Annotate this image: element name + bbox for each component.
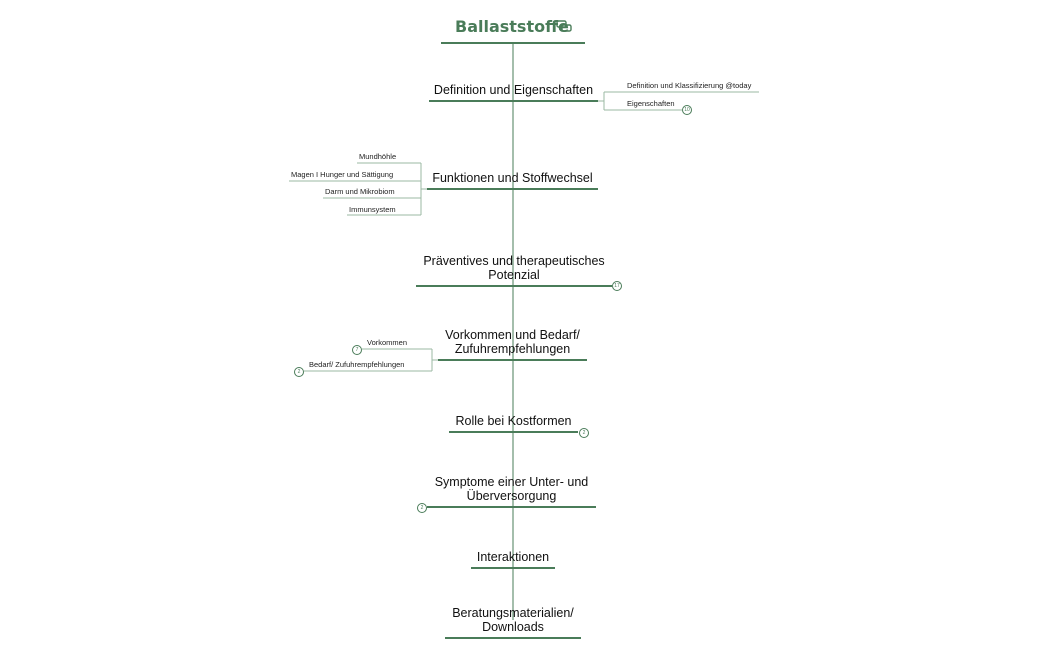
topic-label: Interaktionen (476, 550, 550, 564)
subtopic-mundhoehle[interactable]: Mundhöhle (359, 152, 397, 161)
topic-funktionen[interactable]: Funktionen und Stoffwechsel (427, 171, 598, 185)
topic-label-line-2: Überversorgung (466, 489, 557, 503)
topic-label: Rolle bei Kostformen (455, 414, 572, 428)
topic-definition[interactable]: Definition und Eigenschaften (429, 83, 598, 97)
count-badge[interactable]: 2 (294, 367, 304, 377)
topic-label-line-2: Downloads (482, 620, 544, 634)
topic-praeventives[interactable]: Präventives und therapeutisches Potenzia… (416, 254, 612, 282)
count-badge[interactable]: 17 (612, 281, 622, 291)
subtopic-immunsystem[interactable]: Immunsystem (349, 205, 396, 214)
topic-label-line-1: Vorkommen und Bedarf/ (445, 328, 580, 342)
topic-beratungsmaterialien[interactable]: Beratungsmaterialien/ Downloads (445, 606, 581, 634)
topic-symptome[interactable]: Symptome einer Unter- und Überversorgung (427, 475, 596, 503)
root-title[interactable]: Ballaststoffe (455, 17, 569, 36)
topic-interaktionen[interactable]: Interaktionen (471, 550, 555, 564)
topic-label-line-1: Symptome einer Unter- und (434, 475, 589, 489)
topic-label: Funktionen und Stoffwechsel (432, 171, 593, 185)
subtopic-bedarf-zufuhrempfehlungen[interactable]: Bedarf/ Zufuhrempfehlungen (309, 360, 405, 369)
count-badge[interactable]: 2 (579, 428, 589, 438)
topic-label: Definition und Eigenschaften (433, 83, 594, 97)
topic-label-line-1: Präventives und therapeutisches (423, 254, 605, 268)
subtopic-vorkommen[interactable]: Vorkommen (367, 338, 408, 347)
topic-label-line-2: Potenzial (488, 268, 540, 282)
topic-label-line-1: Beratungsmaterialien/ (452, 606, 574, 620)
link-icon[interactable] (556, 20, 572, 32)
subtopic-definition-klassifizierung[interactable]: Definition und Klassifizierung @today (627, 81, 752, 90)
count-badge[interactable]: 2 (417, 503, 427, 513)
topic-vorkommen[interactable]: Vorkommen und Bedarf/ Zufuhrempfehlungen (438, 328, 587, 356)
subtopic-eigenschaften[interactable]: Eigenschaften (627, 99, 675, 108)
subtopic-darm-mikrobiom[interactable]: Darm und Mikrobiom (325, 187, 395, 196)
count-badge[interactable]: 10 (682, 105, 692, 115)
topic-rolle-kostformen[interactable]: Rolle bei Kostformen (449, 414, 578, 428)
subtopic-magen[interactable]: Magen I Hunger und Sättigung (291, 170, 394, 179)
count-badge[interactable]: 7 (352, 345, 362, 355)
topic-label-line-2: Zufuhrempfehlungen (454, 342, 571, 356)
